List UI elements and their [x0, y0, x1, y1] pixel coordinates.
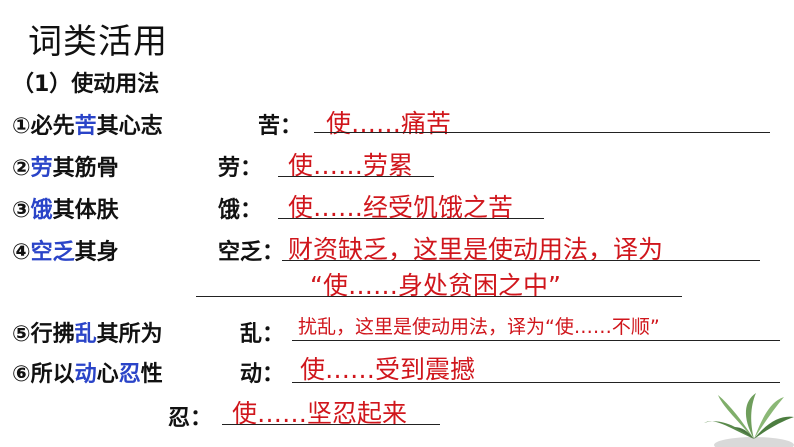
- item-number: ②: [12, 156, 31, 181]
- potted-plant-icon: [704, 393, 794, 447]
- key-word-7: 忍：: [168, 406, 213, 431]
- item-6: ⑥所以动心忍性: [12, 356, 163, 388]
- highlighted-word: 空乏: [30, 240, 75, 265]
- key-word-4: 空乏：: [218, 240, 285, 265]
- item-text-post: 其筋骨: [52, 156, 119, 181]
- highlighted-word-2: 忍: [118, 362, 141, 387]
- item-text-post: 其体肤: [52, 198, 119, 223]
- answer-2: 使……劳累: [288, 151, 414, 180]
- answer-4-continued: “使……身处贫困之中”: [310, 271, 561, 300]
- section-subtitle: （1）使动用法: [12, 72, 160, 97]
- answer-4: 财资缺乏，这里是使动用法，译为: [288, 235, 664, 264]
- answer-line-3: [278, 218, 544, 219]
- key-word-6: 动：: [240, 362, 285, 387]
- item-text-post: 性: [140, 362, 163, 387]
- item-number: ⑤: [12, 322, 31, 347]
- item-text-post: 其所为: [96, 322, 163, 347]
- highlighted-word: 动: [74, 362, 97, 387]
- item-number: ⑥: [12, 362, 31, 387]
- answer-1: 使……痛苦: [326, 109, 452, 138]
- answer-line-4a: [282, 260, 760, 261]
- highlighted-word: 乱: [74, 322, 97, 347]
- answer-line-6: [292, 382, 780, 383]
- item-1: ①必先苦其心志: [12, 108, 163, 140]
- item-number: ④: [12, 240, 31, 265]
- answer-line-5: [292, 340, 780, 341]
- item-text-pre: 所以: [30, 362, 75, 387]
- key-word-5: 乱：: [240, 322, 285, 347]
- answer-line-2: [278, 176, 434, 177]
- item-2: ②劳其筋骨: [12, 150, 119, 182]
- answer-line-1: [314, 132, 770, 133]
- answer-7: 使……坚忍起来: [232, 399, 408, 428]
- key-word-3: 饿：: [218, 198, 263, 223]
- item-text-pre: 必先: [30, 114, 75, 139]
- answer-3: 使……经受饥饿之苦: [288, 193, 514, 222]
- key-word-1: 苦：: [258, 114, 303, 139]
- highlighted-word: 苦: [74, 114, 97, 139]
- answer-6: 使……受到震撼: [300, 355, 476, 384]
- item-number: ③: [12, 198, 31, 223]
- item-text-mid: 心: [96, 362, 119, 387]
- item-text-post: 其身: [74, 240, 119, 265]
- item-4: ④空乏其身: [12, 234, 119, 266]
- slide-title: 词类活用: [28, 22, 168, 62]
- answer-5: 扰乱，这里是使动用法，译为“使……不顺”: [298, 316, 660, 338]
- highlighted-word: 劳: [30, 156, 53, 181]
- item-text-pre: 行拂: [30, 322, 75, 347]
- item-number: ①: [12, 114, 31, 139]
- highlighted-word: 饿: [30, 198, 53, 223]
- answer-line-4b: [196, 296, 682, 297]
- item-text-post: 其心志: [96, 114, 163, 139]
- key-word-2: 劳：: [218, 156, 263, 181]
- item-5: ⑤行拂乱其所为: [12, 316, 163, 348]
- item-3: ③饿其体肤: [12, 192, 119, 224]
- answer-line-7: [222, 424, 440, 425]
